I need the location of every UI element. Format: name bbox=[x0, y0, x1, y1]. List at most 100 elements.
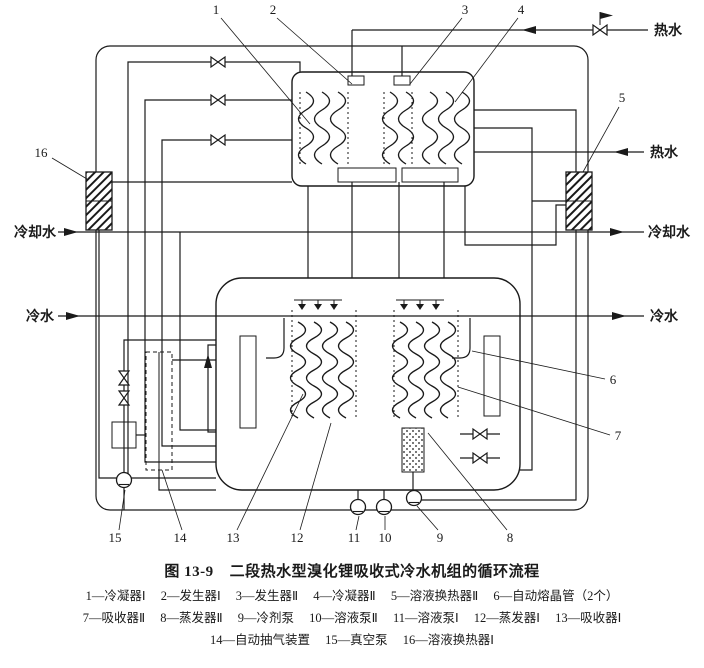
evaporator-2-absorber-2-coils bbox=[391, 321, 457, 419]
inner-tank-right bbox=[483, 335, 501, 417]
callout-number: 10 bbox=[379, 530, 392, 545]
legend-item: 16—溶液换热器Ⅰ bbox=[402, 632, 494, 647]
lower-shell-body bbox=[215, 277, 521, 491]
callout-14: 14 bbox=[161, 469, 187, 545]
purge-pipe-1 bbox=[123, 339, 216, 472]
valve-icon bbox=[472, 428, 488, 440]
flow-arrow bbox=[612, 312, 626, 320]
left-pipe-1 bbox=[127, 61, 301, 479]
valve-icon bbox=[210, 56, 226, 68]
callout-number: 4 bbox=[518, 2, 525, 17]
melt-crystal-tube-right bbox=[452, 318, 471, 359]
legend-row-2: 7—吸收器Ⅱ 8—蒸发器Ⅱ 9—冷剂泵 10—溶液泵Ⅱ 11—溶液泵Ⅰ 12—蒸… bbox=[0, 608, 704, 630]
inner-tank-left bbox=[239, 335, 257, 429]
right-pipe-1 bbox=[474, 109, 577, 172]
water-label-texts: 热水 热水 冷却水 冷却水 冷水 冷水 bbox=[14, 22, 691, 325]
lower-shell-evaporator-absorber bbox=[215, 277, 521, 491]
legend-item: 10—溶液泵Ⅱ bbox=[309, 610, 378, 625]
callout-7: 7 bbox=[457, 386, 622, 443]
callout-number: 8 bbox=[507, 530, 514, 545]
callout-number: 3 bbox=[462, 2, 469, 17]
purge-pipe-4 bbox=[158, 470, 216, 491]
callout-2: 2 bbox=[270, 2, 353, 85]
valve-icon bbox=[210, 134, 226, 146]
callout-15: 15 bbox=[109, 489, 126, 545]
vacuum-pump-icon bbox=[115, 471, 133, 489]
solution-pump-1-icon bbox=[349, 498, 367, 516]
callout-8: 8 bbox=[427, 432, 514, 545]
refrigerant-pump-icon bbox=[405, 489, 423, 507]
legend-item: 9—冷剂泵 bbox=[237, 610, 295, 625]
legend-item: 2—发生器Ⅰ bbox=[160, 589, 221, 603]
callout-number: 16 bbox=[35, 145, 49, 160]
valve-icon bbox=[592, 24, 608, 36]
flow-arrow bbox=[66, 312, 80, 320]
callout-number: 12 bbox=[291, 530, 304, 545]
figure-legend: 1—冷凝器Ⅰ 2—发生器Ⅰ 3—发生器Ⅱ 4—冷凝器Ⅱ 5—溶液换热器Ⅱ 6—自… bbox=[0, 586, 704, 652]
valve-icon bbox=[210, 94, 226, 106]
purge-devices bbox=[111, 351, 173, 471]
left-pipe-2 bbox=[144, 99, 292, 463]
legend-row-3: 14—自动抽气装置 15—真空泵 16—溶液换热器Ⅰ bbox=[0, 630, 704, 652]
legend-row-1: 1—冷凝器Ⅰ 2—发生器Ⅰ 3—发生器Ⅱ 4—冷凝器Ⅱ 5—溶液换热器Ⅱ 6—自… bbox=[0, 586, 704, 608]
callout-number: 2 bbox=[270, 2, 277, 17]
melt-crystal-tube-left bbox=[266, 318, 285, 359]
legend-item: 13—吸收器Ⅰ bbox=[555, 610, 622, 625]
flow-arrow bbox=[614, 148, 628, 156]
solution-heat-exchanger-2 bbox=[565, 171, 593, 231]
label-cold-water-right: 冷水 bbox=[650, 308, 679, 325]
flow-arrow bbox=[64, 228, 78, 236]
outer-pipe-loop bbox=[95, 45, 589, 511]
condenser-2-coil bbox=[421, 91, 471, 165]
callout-16: 16 bbox=[35, 145, 88, 180]
callout-6: 6 bbox=[471, 350, 617, 387]
refrigerant-sump bbox=[401, 427, 425, 473]
callout-number: 1 bbox=[213, 2, 220, 17]
callout-12: 12 bbox=[291, 422, 332, 545]
legend-item: 1—冷凝器Ⅰ bbox=[85, 589, 146, 603]
upper-shell-generators bbox=[291, 71, 475, 187]
legend-item: 8—蒸发器Ⅱ bbox=[160, 610, 223, 625]
figure-caption: 图 13-9 二段热水型溴化锂吸收式冷水机组的循环流程 bbox=[0, 560, 704, 581]
callout-3: 3 bbox=[409, 2, 469, 85]
legend-item: 11—溶液泵Ⅰ bbox=[392, 610, 459, 625]
flow-diagram: 1 2 3 4 5 6 7 8 9 10 11 12 13 14 15 16 热… bbox=[14, 2, 691, 545]
callout-number: 9 bbox=[437, 530, 444, 545]
left-pipe-3 bbox=[161, 139, 292, 447]
callout-10: 10 bbox=[379, 516, 392, 545]
callout-9: 9 bbox=[416, 505, 444, 545]
figure-title: 二段热水型溴化锂吸收式冷水机组的循环流程 bbox=[229, 564, 540, 580]
pipe-network bbox=[95, 30, 589, 511]
legend-item: 15—真空泵 bbox=[325, 632, 388, 647]
flow-arrow bbox=[204, 354, 212, 368]
flow-arrow bbox=[610, 228, 624, 236]
callout-4: 4 bbox=[454, 2, 525, 103]
label-cooling-water-right: 冷却水 bbox=[648, 224, 691, 241]
right-pipe-3 bbox=[474, 127, 533, 471]
left-pipe-4 bbox=[179, 232, 216, 431]
spray-header-box-2 bbox=[393, 75, 411, 86]
callout-number: 6 bbox=[610, 372, 617, 387]
absorber-1-evaporator-1-coils bbox=[289, 321, 355, 419]
callout-number: 7 bbox=[615, 428, 622, 443]
tube-sheet-hatch-1 bbox=[337, 167, 397, 183]
riser-pipe bbox=[207, 344, 216, 433]
callout-5: 5 bbox=[582, 90, 625, 173]
valve-icon bbox=[472, 452, 488, 464]
label-cooling-water-left: 冷却水 bbox=[14, 224, 57, 241]
legend-item: 12—蒸发器Ⅰ bbox=[473, 610, 540, 625]
callout-1: 1 bbox=[213, 2, 311, 125]
pumps bbox=[115, 471, 423, 516]
legend-item: 6—自动熔晶管（2个） bbox=[493, 589, 619, 603]
valves bbox=[118, 12, 613, 464]
generator-1-coil bbox=[297, 91, 347, 165]
spray-nozzles bbox=[298, 300, 440, 310]
purge-tank bbox=[111, 421, 137, 449]
legend-item: 14—自动抽气装置 bbox=[210, 632, 311, 647]
callout-number: 13 bbox=[227, 530, 240, 545]
solution-heat-exchanger-1 bbox=[85, 171, 113, 231]
label-hot-water-right: 热水 bbox=[650, 144, 679, 161]
solution-pump-2-icon bbox=[375, 498, 393, 516]
figure-number: 图 13-9 bbox=[164, 564, 214, 580]
